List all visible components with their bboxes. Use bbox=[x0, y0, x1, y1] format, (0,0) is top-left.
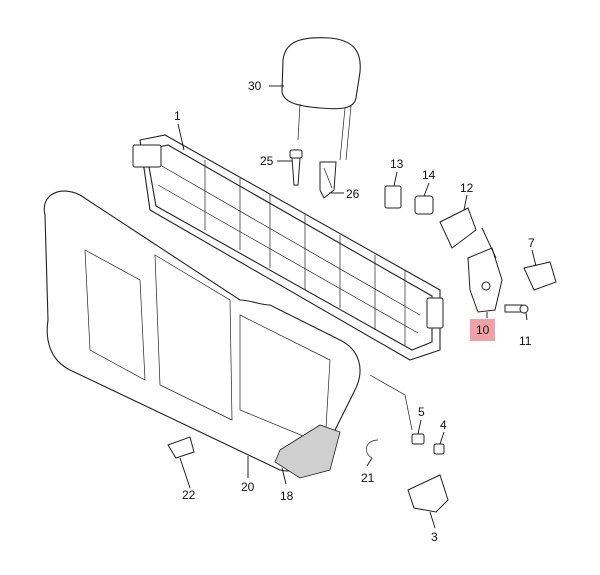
callout-11: 11 bbox=[519, 334, 532, 348]
callout-21: 21 bbox=[361, 471, 375, 485]
callout-3: 3 bbox=[431, 530, 438, 544]
backrest-cushion bbox=[43, 190, 361, 479]
callout-25: 25 bbox=[260, 154, 274, 168]
bolt-4 bbox=[433, 443, 445, 455]
headrest-guide-right bbox=[319, 161, 337, 199]
hinge-3 bbox=[407, 474, 449, 513]
headrest bbox=[281, 37, 361, 161]
lock-10 bbox=[467, 247, 503, 313]
callout-20: 20 bbox=[241, 480, 255, 494]
callout-13: 13 bbox=[390, 157, 404, 171]
callout-5: 5 bbox=[418, 405, 425, 419]
callout-22: 22 bbox=[182, 488, 196, 502]
callout-1: 1 bbox=[174, 109, 181, 123]
cover-section-hatched bbox=[274, 424, 341, 479]
callout-14: 14 bbox=[422, 168, 436, 182]
callout-30: 30 bbox=[248, 79, 262, 93]
clip-13 bbox=[384, 185, 402, 209]
headrest-guide-left bbox=[289, 149, 303, 186]
leader-lines bbox=[177, 85, 537, 529]
callout-12: 12 bbox=[460, 181, 474, 195]
callout-18: 18 bbox=[280, 489, 294, 503]
cover-12 bbox=[439, 207, 477, 249]
backrest-frame bbox=[132, 134, 444, 431]
bush-5 bbox=[411, 433, 425, 445]
callout-7: 7 bbox=[528, 236, 535, 250]
callout-4: 4 bbox=[440, 418, 447, 432]
holder-22 bbox=[167, 436, 195, 459]
callout-26: 26 bbox=[346, 187, 360, 201]
bracket-7 bbox=[523, 261, 557, 291]
screw-11 bbox=[504, 304, 529, 314]
clip-21 bbox=[365, 439, 379, 459]
callout-10: 10 bbox=[470, 319, 496, 341]
cap-14 bbox=[414, 195, 434, 215]
